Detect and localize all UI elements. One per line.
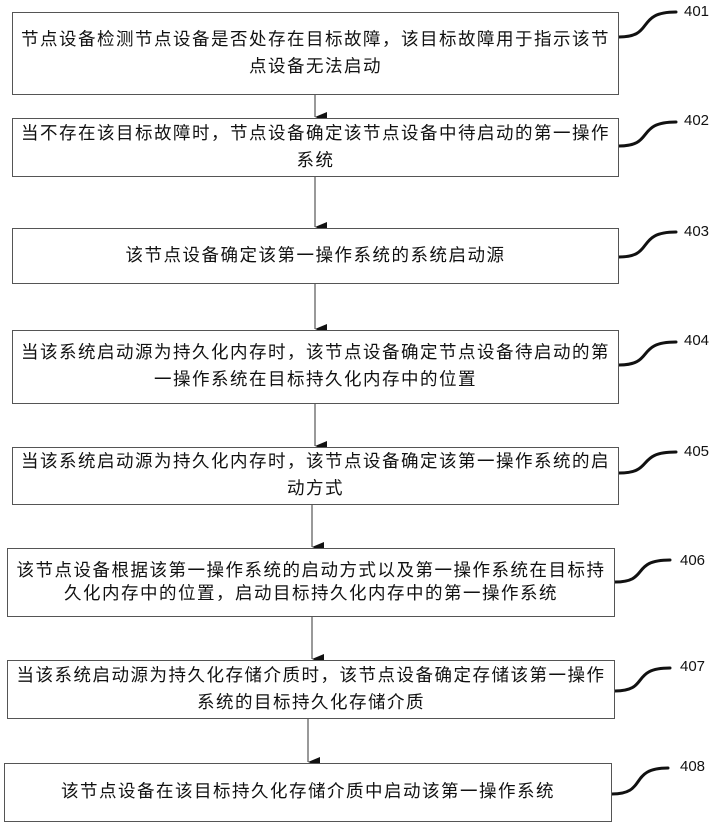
step-box-406: 该节点设备根据该第一操作系统的启动方式以及第一操作系统在目标持久化内存中的位置，…: [7, 548, 615, 617]
step-text: 该节点设备确定该第一操作系统的系统启动源: [125, 245, 506, 266]
step-text: 该节点设备根据该第一操作系统的启动方式以及第一操作系统在目标持久化内存中的位置，…: [16, 560, 606, 604]
step-box-403: 该节点设备确定该第一操作系统的系统启动源: [12, 228, 619, 284]
step-text: 当该系统启动源为持久化存储介质时，该节点设备确定存储该第一操作系统的目标持久化存…: [16, 665, 606, 713]
leader-407: [613, 666, 672, 693]
step-label-406: 406: [680, 552, 706, 569]
leader-402: [617, 120, 678, 148]
leader-406: [613, 558, 672, 584]
step-box-404: 当该系统启动源为持久化内存时，该节点设备确定节点设备待启动的第一操作系统在目标持…: [12, 330, 619, 404]
step-label-401: 401: [684, 3, 710, 20]
step-text: 该节点设备在该目标持久化存储介质中启动该第一操作系统: [61, 782, 555, 802]
leader-405: [617, 450, 678, 475]
step-label-402: 402: [684, 112, 710, 129]
step-box-405: 当该系统启动源为持久化内存时，该节点设备确定该第一操作系统的启动方式: [12, 447, 619, 505]
step-text: 当该系统启动源为持久化内存时，该节点设备确定该第一操作系统的启动方式: [21, 452, 610, 499]
leader-404: [617, 340, 678, 367]
step-box-401: 节点设备检测节点设备是否处存在目标故障，该目标故障用于指示该节点设备无法启动: [12, 12, 619, 95]
step-box-407: 当该系统启动源为持久化存储介质时，该节点设备确定存储该第一操作系统的目标持久化存…: [7, 660, 615, 719]
step-label-405: 405: [684, 443, 710, 460]
step-label-408: 408: [680, 758, 706, 775]
leader-403: [617, 230, 678, 259]
step-box-408: 该节点设备在该目标持久化存储介质中启动该第一操作系统: [4, 763, 612, 822]
step-box-402: 当不存在该目标故障时，节点设备确定该节点设备中待启动的第一操作系统: [12, 118, 619, 177]
step-text: 当该系统启动源为持久化内存时，该节点设备确定节点设备待启动的第一操作系统在目标持…: [21, 343, 610, 390]
step-label-403: 403: [684, 223, 710, 240]
step-text: 节点设备检测节点设备是否处存在目标故障，该目标故障用于指示该节点设备无法启动: [21, 29, 610, 77]
step-text: 当不存在该目标故障时，节点设备确定该节点设备中待启动的第一操作系统: [21, 123, 610, 171]
leader-408: [610, 766, 670, 796]
step-label-407: 407: [680, 658, 706, 675]
leader-401: [617, 10, 678, 39]
step-label-404: 404: [684, 332, 710, 349]
